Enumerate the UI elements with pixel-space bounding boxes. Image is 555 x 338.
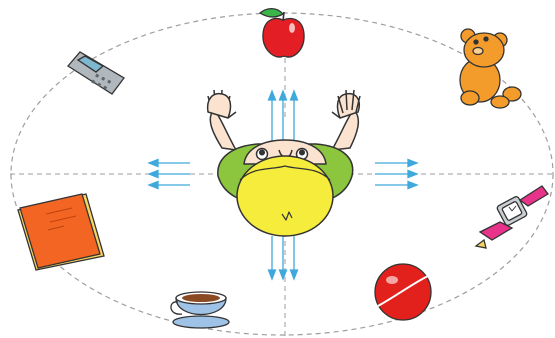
child-top-view [206, 89, 361, 237]
teacup-icon [170, 291, 230, 329]
apple-icon [258, 7, 305, 58]
arrow-left [147, 158, 190, 190]
teddy-bear-icon [459, 28, 522, 109]
arrow-down [267, 236, 299, 281]
hair [236, 155, 334, 237]
direction-arrows [147, 89, 419, 281]
arrow-right [375, 158, 419, 190]
arrow-up [267, 89, 299, 146]
mobile-phone-icon [67, 51, 125, 95]
left-palm [206, 92, 232, 119]
wristwatch-icon [474, 185, 549, 249]
right-hand [331, 89, 361, 119]
orbit-ellipse [10, 12, 554, 336]
book-icon [17, 193, 105, 271]
ball-icon [374, 263, 432, 321]
